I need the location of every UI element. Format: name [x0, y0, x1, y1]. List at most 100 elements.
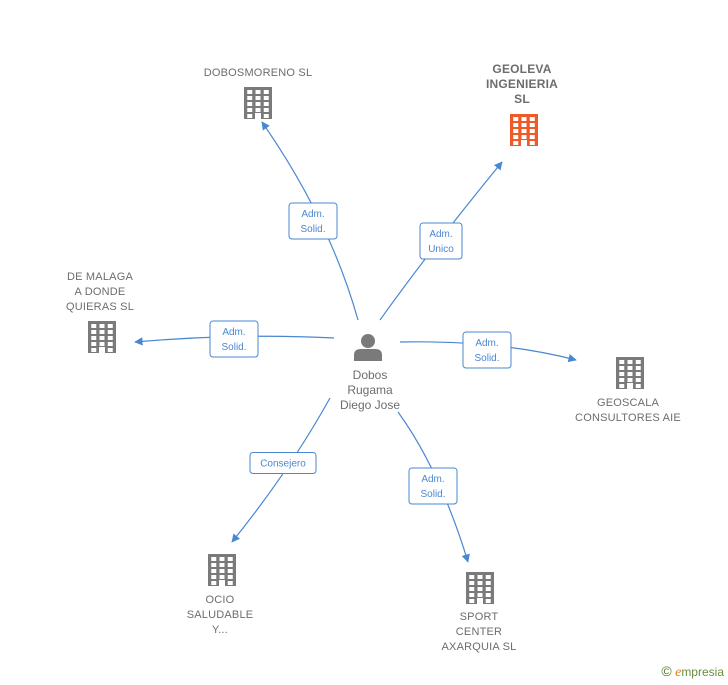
building-window	[211, 575, 217, 579]
building-window	[477, 575, 483, 579]
building-window	[513, 135, 519, 139]
building-window	[469, 587, 475, 591]
brand-logo-text: mpresia	[681, 665, 724, 679]
company-node-geoscala[interactable]: GEOSCALA CONSULTORES AIE	[575, 357, 681, 424]
building-window	[263, 90, 269, 94]
building-window	[469, 575, 475, 579]
building-window	[227, 581, 233, 585]
company-label: DE MALAGA	[67, 271, 133, 283]
building-window	[635, 366, 641, 370]
building-door	[255, 113, 261, 119]
company-node-ocio[interactable]: OCIO SALUDABLE Y...	[187, 554, 254, 636]
edge-label-text: Unico	[428, 244, 454, 255]
building-window	[91, 330, 97, 334]
company-label: SALUDABLE	[187, 609, 254, 621]
company-label: CONSULTORES AIE	[575, 412, 681, 424]
building-window	[247, 96, 253, 100]
building-window	[529, 123, 535, 127]
building-window	[255, 96, 261, 100]
edge-label-ocio[interactable]: Consejero	[249, 452, 317, 474]
company-label: OCIO	[206, 594, 235, 606]
person-icon[interactable]	[354, 334, 382, 361]
building-icon[interactable]	[510, 114, 538, 146]
building-window	[635, 378, 641, 382]
building-window	[107, 336, 113, 340]
building-window	[219, 575, 225, 579]
edge-label-geoscala[interactable]: Adm. Solid.	[462, 331, 512, 369]
company-node-dobosmoreno[interactable]: DOBOSMORENO SL	[204, 67, 313, 119]
edge-label-box	[209, 320, 259, 358]
building-window	[477, 587, 483, 591]
building-door	[627, 383, 633, 389]
edge-label-text: Solid.	[420, 489, 445, 500]
building-icon[interactable]	[616, 357, 644, 389]
building-window	[91, 342, 97, 346]
building-window	[255, 90, 261, 94]
building-window	[91, 348, 97, 352]
building-icon[interactable]	[244, 87, 272, 119]
building-window	[211, 581, 217, 585]
edge-label-box	[288, 202, 338, 240]
building-window	[529, 135, 535, 139]
building-window	[219, 557, 225, 561]
edge-label-text: Adm.	[475, 338, 498, 349]
building-window	[263, 96, 269, 100]
edge-label-geoleva[interactable]: Adm. Unico	[419, 222, 463, 260]
company-label: INGENIERIA	[486, 77, 558, 91]
building-window	[219, 569, 225, 573]
edge-label-dobosmoreno[interactable]: Adm.Solid.	[288, 202, 338, 240]
building-window	[619, 372, 625, 376]
company-label: AXARQUIA SL	[442, 641, 517, 653]
building-window	[513, 123, 519, 127]
building-window	[619, 366, 625, 370]
building-window	[485, 587, 491, 591]
company-label: Y...	[212, 624, 228, 636]
building-window	[247, 102, 253, 106]
company-label: GEOSCALA	[597, 397, 660, 409]
company-label: SPORT	[460, 611, 499, 623]
edge-label-sport-center[interactable]: Adm.Solid.	[408, 467, 458, 505]
building-icon[interactable]	[88, 321, 116, 353]
company-label: GEOLEVA	[492, 62, 551, 76]
edge-label-text: Adm.	[429, 229, 452, 240]
building-window	[529, 141, 535, 145]
building-window	[211, 557, 217, 561]
building-window	[627, 372, 633, 376]
building-window	[469, 599, 475, 603]
building-window	[99, 324, 105, 328]
edge-label-text: Solid.	[221, 342, 246, 353]
building-door	[521, 140, 527, 146]
person-head	[361, 334, 375, 348]
building-window	[619, 378, 625, 382]
building-door	[219, 580, 225, 586]
copyright-icon: ©	[661, 663, 672, 679]
building-window	[263, 102, 269, 106]
building-window	[107, 342, 113, 346]
edge-label-text: Solid.	[474, 353, 499, 364]
building-window	[263, 108, 269, 112]
brand-logo-initial: e	[675, 665, 682, 680]
person-label: Diego Jose	[340, 398, 400, 412]
edge-label-box	[408, 467, 458, 505]
building-window	[211, 563, 217, 567]
building-door	[477, 598, 483, 604]
person-label: Rugama	[347, 383, 393, 397]
building-window	[107, 330, 113, 334]
building-window	[513, 141, 519, 145]
edge-label-box	[249, 452, 317, 474]
edge-label-de-malaga[interactable]: Adm. Solid.	[209, 320, 259, 358]
company-label: A DONDE	[75, 286, 126, 298]
building-window	[477, 593, 483, 597]
building-icon[interactable]	[208, 554, 236, 586]
edge-label-text: Adm.	[222, 327, 245, 338]
building-window	[485, 599, 491, 603]
building-window	[513, 129, 519, 133]
building-window	[619, 384, 625, 388]
building-icon[interactable]	[466, 572, 494, 604]
building-window	[521, 123, 527, 127]
